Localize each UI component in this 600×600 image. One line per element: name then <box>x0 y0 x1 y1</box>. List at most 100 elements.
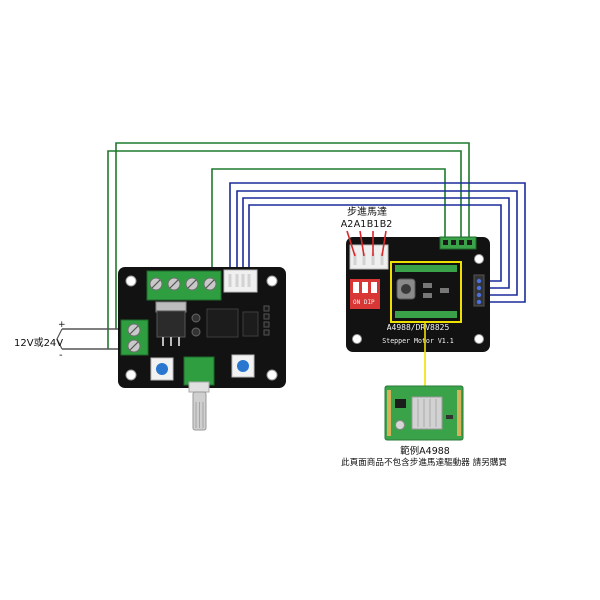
potentiometer <box>183 356 215 431</box>
capacitor-small-2 <box>191 327 201 337</box>
driver-board: ON DIP A4988/DRV8825 Steppe <box>346 236 490 352</box>
motor-pin-socket-4 <box>380 253 384 265</box>
motor-pin-a1: A1 <box>354 219 367 230</box>
motor-pin-b2: B2 <box>380 219 393 230</box>
minus-sign: - <box>59 350 63 361</box>
socket-header-top <box>395 265 457 272</box>
jst-pin-3 <box>241 274 245 287</box>
motor-pin-socket-1 <box>353 253 357 265</box>
a4988-heatsink <box>411 396 443 430</box>
motor-connector <box>349 244 389 270</box>
push-button-2 <box>231 354 255 378</box>
a4988-trimpot <box>395 420 405 430</box>
driver-hole-tr <box>474 254 484 264</box>
green-header-pin-4 <box>467 240 472 245</box>
power-screw-slot-1 <box>129 325 139 335</box>
driver-board-model: A4988/DRV8825 <box>387 323 450 332</box>
regulator-body <box>156 310 186 338</box>
driver-socket <box>390 261 462 323</box>
controller-board <box>118 267 286 431</box>
a4988-pins-right <box>457 390 461 436</box>
screw-slot-1 <box>151 279 161 289</box>
driver-chip <box>242 311 259 337</box>
right-header-pin-3 <box>476 292 482 298</box>
dip-toggle-2 <box>362 282 368 293</box>
jst-pin-2 <box>235 274 239 287</box>
a4988-module <box>384 385 464 441</box>
example-title: 範例A4988 <box>400 445 450 457</box>
example-note: 此頁面商品不包含步進馬達驅動器 請另購買 <box>341 456 507 468</box>
header-pin-2 <box>263 313 270 320</box>
green-wire-3 <box>211 168 446 272</box>
power-label: 12V或24V <box>14 337 63 349</box>
a4988-resistor <box>446 415 453 419</box>
driver-hole-br <box>474 334 484 344</box>
screw-slot-3 <box>187 279 197 289</box>
driver-board-name: Stepper Motor V1.1 <box>382 337 453 345</box>
blue-wire-1 <box>229 182 526 303</box>
green-header-pin-2 <box>451 240 456 245</box>
screw-slot-2 <box>169 279 179 289</box>
socket-header-bottom <box>395 311 457 318</box>
capacitor-small-1 <box>191 313 201 323</box>
blue-wire-4 <box>248 204 502 282</box>
jst-pin-1 <box>228 274 232 287</box>
right-header-body <box>473 274 485 307</box>
right-pin-header <box>473 274 485 307</box>
mount-hole-tl <box>125 275 137 287</box>
power-terminal-block <box>120 319 149 356</box>
dip-toggle-3 <box>371 282 377 293</box>
right-header-pin-1 <box>476 278 482 284</box>
potentiometer-base <box>183 356 215 386</box>
right-header-pin-2 <box>476 285 482 291</box>
blue-wire-3 <box>242 197 510 289</box>
motor-label: 步進馬達 <box>347 206 387 218</box>
dip-switch-label: ON DIP <box>353 299 375 306</box>
header-pin-1 <box>263 305 270 312</box>
motor-wire-a1 <box>359 230 365 257</box>
motor-wires <box>346 230 387 257</box>
motor-pin-socket-3 <box>371 253 375 265</box>
motor-wire-a2 <box>346 230 356 257</box>
header-pin-4 <box>263 329 270 336</box>
screw-slot-4 <box>205 279 215 289</box>
jst-pin-4 <box>247 274 251 287</box>
microcontroller-chip <box>206 308 239 338</box>
mount-hole-br <box>266 369 278 381</box>
power-bracket <box>56 328 63 350</box>
signal-terminal-block <box>146 270 222 301</box>
mount-hole-bl <box>125 369 137 381</box>
green-header-pin-3 <box>459 240 464 245</box>
green-header <box>439 236 477 250</box>
right-header-pin-4 <box>476 299 482 305</box>
blue-wires <box>229 182 526 303</box>
green-header-pin-1 <box>443 240 448 245</box>
driver-hole-bl <box>352 334 362 344</box>
blue-wire-2 <box>236 190 518 296</box>
a4988-pins-left <box>387 390 391 436</box>
dip-switch: ON DIP <box>350 279 380 309</box>
button-2-cap <box>237 360 249 372</box>
green-wire-2 <box>107 150 462 349</box>
a4988-chip <box>395 399 406 408</box>
motor-pin-socket-2 <box>362 253 366 265</box>
socket-highlight <box>390 261 462 323</box>
mount-hole-tr <box>266 275 278 287</box>
motor-pin-b1: B1 <box>367 219 380 230</box>
header-pin-3 <box>263 321 270 328</box>
pin-header-left-board <box>263 305 270 336</box>
socket-capacitor-top <box>401 284 411 294</box>
motor-wire-b2 <box>381 230 387 257</box>
power-screw-slot-2 <box>129 341 139 351</box>
dip-toggle-1 <box>353 282 359 293</box>
green-wire-1 <box>115 142 470 329</box>
button-1-cap <box>156 363 168 375</box>
plus-sign: + <box>58 320 66 330</box>
socket-resistor-1 <box>423 283 432 288</box>
push-button-1 <box>150 357 174 381</box>
motor-pin-a2: A2 <box>341 219 354 230</box>
potentiometer-nut <box>188 381 210 393</box>
jst-connector <box>223 269 258 293</box>
